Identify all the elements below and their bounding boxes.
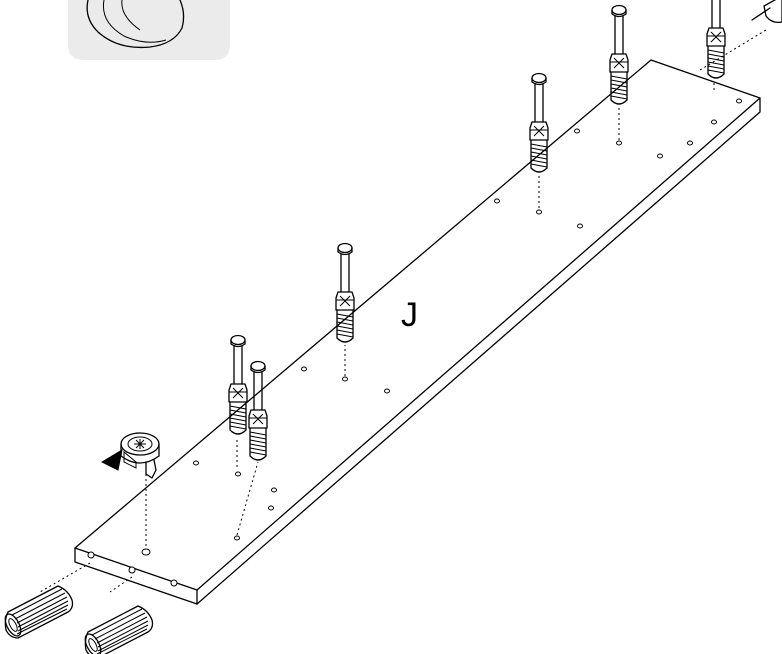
edge-hole [171, 580, 177, 586]
edge-hole [88, 552, 94, 558]
arrow-pointer-icon [102, 450, 122, 470]
cam-lock-icon [121, 433, 159, 478]
panel-holes [142, 99, 742, 555]
cam-screw-icon [530, 74, 548, 173]
cam-screw-icon [229, 336, 247, 435]
cam-screw-icon [610, 6, 628, 105]
cam-screw-icon [249, 362, 267, 461]
edge-hole [129, 567, 135, 573]
cam-screw-icon [336, 244, 354, 343]
screwdriver-icon [752, 0, 782, 22]
cam-screw-icon [707, 0, 725, 78]
inset-panel [68, 0, 230, 60]
wooden-dowel-icon [82, 606, 152, 654]
wooden-dowel-icon [2, 586, 72, 638]
part-label: J [401, 298, 418, 332]
